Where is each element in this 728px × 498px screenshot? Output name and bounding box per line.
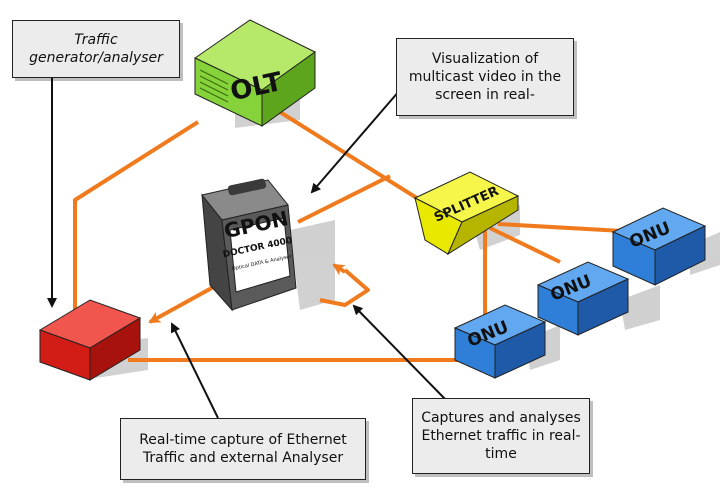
callout-realtime-capture-text: Real-time capture of Ethernet Traffic an… <box>139 432 347 466</box>
gpon-doctor-device: GPON DOCTOR 4000 Optical DATA & Analyser <box>201 178 297 312</box>
fiber-loop-arrow <box>332 263 347 276</box>
callout-visualization: Visualization of multicast video in the … <box>396 38 574 116</box>
traffic-generator-device <box>38 299 142 381</box>
olt-device: OLT <box>194 19 316 127</box>
callout-arrows <box>47 78 447 419</box>
fiber-links <box>73 110 641 362</box>
fiber-olt-to-splitter <box>278 110 422 202</box>
onu-device-2: ONU <box>536 261 630 336</box>
fiber-gpon-to-olt-line <box>297 174 391 224</box>
onu-device-1: ONU <box>453 304 547 379</box>
splitter-device: SPLITTER <box>413 171 520 256</box>
arrow-visualization <box>310 89 401 194</box>
fiber-gpon-loop <box>319 268 370 307</box>
callout-traffic-generator: Traffic generator/analyser <box>12 20 180 78</box>
callout-captures-analyses-text: Captures and analyses Ethernet traffic i… <box>421 410 581 462</box>
callout-visualization-text: Visualization of multicast video in the … <box>408 51 562 103</box>
callout-traffic-generator-text: Traffic generator/analyser <box>29 32 163 66</box>
onu-device-3: ONU <box>611 207 707 286</box>
arrow-captures-analyses <box>352 304 447 401</box>
fiber-olt-to-traffic <box>73 120 200 318</box>
fiber-splitter-to-onu2 <box>489 226 561 264</box>
callout-realtime-capture: Real-time capture of Ethernet Traffic an… <box>120 418 366 480</box>
callout-captures-analyses: Captures and analyses Ethernet traffic i… <box>412 398 590 474</box>
arrow-realtime-capture <box>171 322 219 419</box>
shadows <box>90 70 720 378</box>
